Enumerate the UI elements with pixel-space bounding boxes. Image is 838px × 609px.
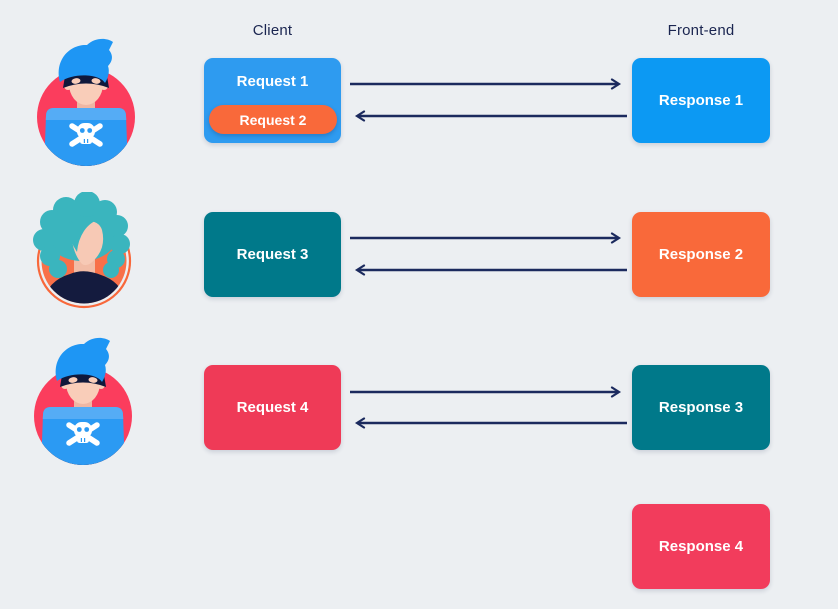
request-3-label: Request 3 (236, 246, 309, 263)
attacker-avatar-1 (30, 36, 140, 168)
response-2-label: Response 2 (658, 246, 744, 263)
woman-user-icon (33, 192, 132, 309)
hacker-hair (55, 337, 110, 382)
hacker-at-laptop-icon (34, 337, 132, 465)
response-3-label: Response 3 (658, 399, 744, 416)
response-1-box: Response 1 (632, 58, 770, 143)
hacker-hair (58, 38, 113, 83)
response-4-box: Response 4 (632, 504, 770, 589)
client-column-header: Client (252, 22, 293, 39)
request-4-box: Request 4 (204, 365, 341, 450)
response-4-label: Response 4 (658, 538, 744, 555)
skull-crossbones-icon (66, 422, 100, 446)
request-1-label: Request 1 (236, 73, 309, 90)
skull-crossbones-icon (69, 123, 103, 147)
response-2-box: Response 2 (632, 212, 770, 297)
user-avatar (24, 192, 139, 312)
request-4-label: Request 4 (236, 399, 309, 416)
request-1-box: Request 1 Request 2 (204, 58, 341, 143)
request-3-box: Request 3 (204, 212, 341, 297)
response-1-label: Response 1 (658, 92, 744, 109)
frontend-column-header: Front-end (667, 22, 735, 39)
request-2-box: Request 2 (209, 105, 337, 134)
woman-hair-fringe (68, 216, 100, 252)
hacker-at-laptop-icon (37, 38, 135, 166)
request-2-label: Request 2 (239, 111, 307, 128)
response-3-box: Response 3 (632, 365, 770, 450)
attacker-avatar-2 (27, 335, 137, 467)
